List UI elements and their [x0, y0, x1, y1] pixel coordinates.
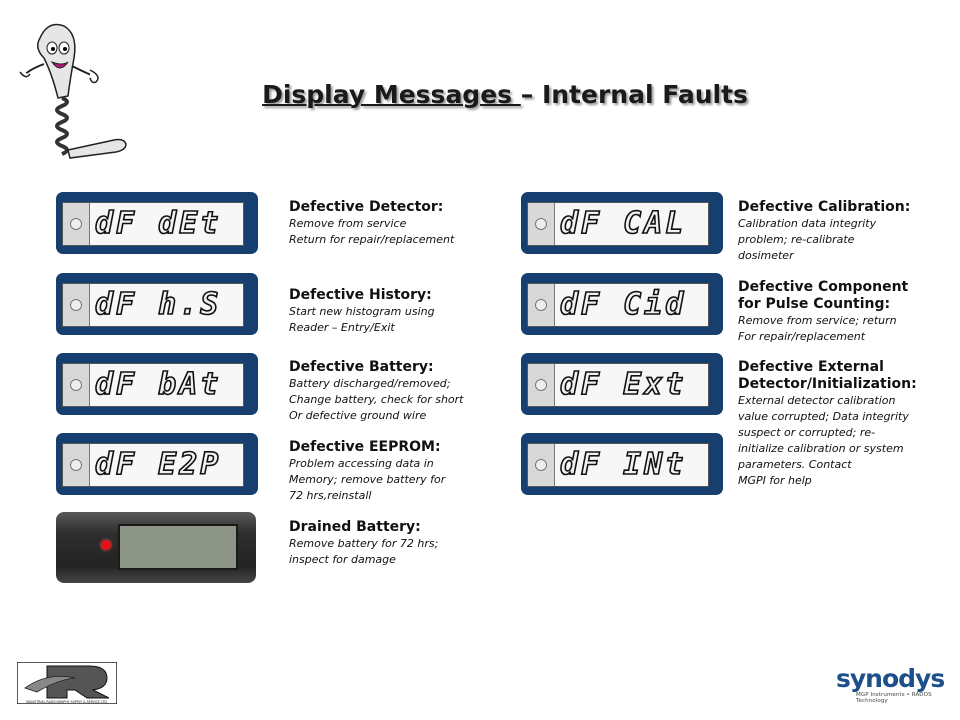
lcd-code: dF h.S	[94, 286, 222, 323]
lcd-screen: dF Cid	[527, 283, 709, 327]
description-line: For repair/replacement	[738, 330, 866, 343]
description-line: Calibration data integrity	[738, 217, 877, 230]
synodys-logo: synodys MGP Instruments • RADOS Technolo…	[836, 664, 960, 705]
description-heading: Drained Battery:	[289, 519, 421, 535]
description-defective-history: Defective History: Start new histogram u…	[289, 287, 509, 336]
description-defective-battery: Defective Battery: Battery discharged/re…	[289, 359, 509, 424]
lcd-screen: dF CAL	[527, 202, 709, 246]
led-indicator-icon	[535, 379, 547, 391]
description-defective-detector: Defective Detector: Remove from service …	[289, 199, 509, 248]
lcd-code: dF E2P	[94, 446, 222, 483]
lcd-screen: dF dEt	[62, 202, 244, 246]
lcd-code: dF bAt	[94, 366, 222, 403]
description-line: Or defective ground wire	[289, 409, 427, 422]
lcd-screen: dF E2P	[62, 443, 244, 487]
lcd-display-df-bat: dF bAt	[56, 353, 258, 415]
lcd-display-df-cal: dF CAL	[521, 192, 723, 254]
description-heading: Defective History:	[289, 287, 432, 303]
led-indicator-icon	[535, 299, 547, 311]
lcd-display-df-cid: dF Cid	[521, 273, 723, 335]
description-line: Remove battery for 72 hrs;	[289, 537, 439, 550]
lcd-display-df-e2p: dF E2P	[56, 433, 258, 495]
description-defective-eeprom: Defective EEPROM: Problem accessing data…	[289, 439, 509, 504]
red-led-icon	[101, 540, 111, 550]
description-heading: Defective EEPROM:	[289, 439, 441, 455]
description-line: Start new histogram using	[289, 305, 435, 318]
led-indicator-icon	[70, 379, 82, 391]
led-indicator-icon	[535, 218, 547, 230]
description-heading: Detector/Initialization:	[738, 376, 917, 392]
lcd-screen: dF Ext	[527, 363, 709, 407]
mascot-illustration	[19, 23, 127, 159]
description-heading: Defective Battery:	[289, 359, 434, 375]
blank-lcd-screen	[118, 524, 238, 570]
description-defective-calibration: Defective Calibration: Calibration data …	[738, 199, 958, 264]
description-line: inspect for damage	[289, 553, 396, 566]
description-line: initialize calibration or system	[738, 442, 904, 455]
led-indicator-icon	[535, 459, 547, 471]
lcd-screen: dF INt	[527, 443, 709, 487]
irs-logo-text: INDUSTRIAL RADIOGRAPHY SUPPLY & SERVICE …	[26, 700, 108, 704]
description-line: Change battery, check for short	[289, 393, 464, 406]
description-heading: Defective External	[738, 359, 884, 375]
lcd-display-df-int: dF INt	[521, 433, 723, 495]
synodys-logo-word: synodys	[836, 664, 945, 693]
page-title: Display Messages – Internal Faults	[0, 80, 960, 109]
description-defective-external: Defective External Detector/Initializati…	[738, 359, 958, 489]
description-heading: Defective Component	[738, 279, 909, 295]
description-line: suspect or corrupted; re-	[738, 426, 876, 439]
description-line: Return for repair/replacement	[289, 233, 455, 246]
page-title-part1: Display Messages	[262, 80, 521, 109]
description-line: MGPI for help	[738, 474, 812, 487]
description-heading: Defective Detector:	[289, 199, 444, 215]
description-line: External detector calibration	[738, 394, 896, 407]
description-line: Remove from service; return	[738, 314, 897, 327]
led-indicator-icon	[70, 299, 82, 311]
lcd-display-df-ext: dF Ext	[521, 353, 723, 415]
lcd-screen: dF bAt	[62, 363, 244, 407]
description-line: 72 hrs,reinstall	[289, 489, 372, 502]
description-line: problem; re-calibrate	[738, 233, 855, 246]
lcd-screen: dF h.S	[62, 283, 244, 327]
lcd-code: dF INt	[559, 446, 687, 483]
irs-logo: INDUSTRIAL RADIOGRAPHY SUPPLY & SERVICE …	[17, 662, 117, 704]
description-heading: Defective Calibration:	[738, 199, 911, 215]
lcd-code: dF dEt	[94, 205, 222, 242]
led-indicator-icon	[70, 218, 82, 230]
page-title-part2: – Internal Faults	[520, 80, 748, 109]
description-line: parameters. Contact	[738, 458, 852, 471]
description-defective-component: Defective Component for Pulse Counting: …	[738, 279, 958, 345]
description-line: Problem accessing data in	[289, 457, 434, 470]
description-line: Reader – Entry/Exit	[289, 321, 395, 334]
description-line: Battery discharged/removed;	[289, 377, 451, 390]
lcd-display-df-det: dF dEt	[56, 192, 258, 254]
lcd-code: dF Ext	[559, 366, 687, 403]
description-drained-battery: Drained Battery: Remove battery for 72 h…	[289, 519, 509, 568]
led-indicator-icon	[70, 459, 82, 471]
lcd-display-df-hs: dF h.S	[56, 273, 258, 335]
synodys-logo-tagline: MGP Instruments • RADOS Technology	[856, 692, 932, 704]
drained-battery-device-image	[56, 512, 256, 583]
lcd-code: dF CAL	[559, 205, 687, 242]
description-line: Remove from service	[289, 217, 407, 230]
description-line: Memory; remove battery for	[289, 473, 446, 486]
lcd-code: dF Cid	[559, 286, 687, 323]
description-line: value corrupted; Data integrity	[738, 410, 909, 423]
description-line: dosimeter	[738, 249, 794, 262]
description-heading: for Pulse Counting:	[738, 296, 891, 312]
